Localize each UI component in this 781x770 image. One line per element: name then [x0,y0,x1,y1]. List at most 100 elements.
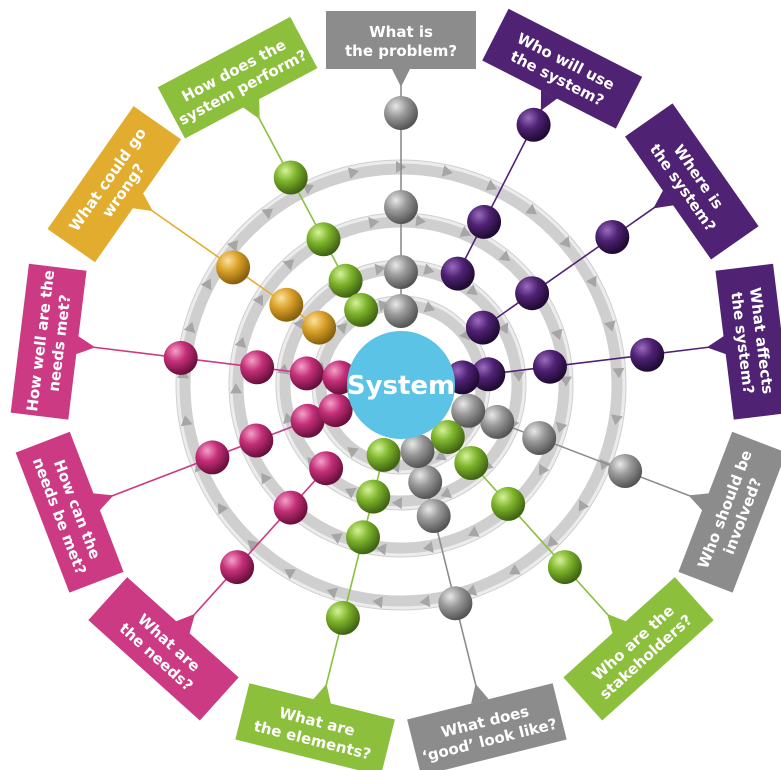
connector-line [189,467,327,621]
ring-arrow [547,535,559,547]
magenta-node-sphere [289,356,324,391]
ring-arrow [440,486,453,499]
ring-arrow [441,165,453,177]
ring-arrow [423,301,436,313]
purple-node-sphere [467,204,502,239]
ring-arrow [347,447,359,459]
q-involved-box [678,431,781,593]
gold-node-sphere [269,287,304,322]
purple-node-sphere [595,220,630,254]
ring-arrow [419,595,431,608]
magenta-node-sphere [290,403,325,438]
ring-arrow [485,179,498,191]
green-node-sphere [306,222,341,257]
node-spheres [163,96,665,635]
q-how-met-box [15,431,124,593]
purple-node-sphere [440,256,475,291]
q-elements-box [235,683,395,770]
magenta-node-sphere [273,490,308,525]
grey-node-sphere [522,421,557,455]
connector-line [482,203,661,329]
grey-node-sphere [384,96,418,130]
ring-arrow [423,263,435,276]
green-node-sphere [328,263,363,298]
ring-arrow [459,226,471,238]
ring-arrow [498,250,511,262]
ring-arrow [234,336,247,349]
center-label: System [347,371,455,401]
ring-arrow [282,259,295,271]
q-wrong-box [47,106,182,263]
ring-arrow [465,284,478,296]
green-node-sphere [356,479,391,514]
purple-node-sphere [630,337,665,372]
grey-node-sphere [408,465,443,499]
ring-arrow [612,367,625,379]
ring-arrow [559,236,571,248]
ring-arrow [217,503,229,515]
ring-arrow [335,322,348,335]
grey-node-sphere [384,255,418,289]
green-node-sphere [325,600,360,635]
green-node-sphere [346,520,380,555]
green-node-sphere [491,486,526,521]
green-node-sphere [344,292,379,327]
ring-arrow [180,415,193,427]
purple-node-sphere [515,276,550,311]
ring-arrow [293,318,304,330]
purple-node-sphere [465,310,500,345]
ring-arrow [277,363,290,375]
purple-node-sphere [532,349,567,384]
ring-arrow [391,497,403,510]
ring-arrow [468,526,480,537]
q-needs-box [88,577,239,721]
grey-node-sphere [608,454,643,488]
green-node-sphere [454,446,489,480]
ring-arrow [230,383,243,394]
magenta-node-sphere [195,440,230,475]
grey-node-sphere [416,499,451,533]
q-how-well-box [10,263,96,420]
ring-arrow [183,321,196,334]
ring-arrow [200,278,212,291]
ring-arrow [372,596,384,609]
ring-arrow [331,532,343,544]
grey-node-sphere [480,404,515,439]
ring-arrow [344,487,357,499]
ring-arrow [422,541,434,553]
gold-node-sphere [302,310,337,345]
q-problem-line-2: the problem? [345,42,457,60]
ring-arrow [302,183,315,195]
ring-arrow [512,371,525,382]
ring-arrow [603,320,616,332]
ring-arrow [261,208,274,220]
ring-arrow [435,449,447,461]
q-where-box [625,103,759,260]
q-stakeholders-box [563,577,714,721]
q-perform-box [157,16,318,139]
ring-arrow [347,167,359,180]
gold-node-sphere [216,250,251,285]
ring-arrow [226,240,239,252]
q-good-box [407,683,567,770]
q-problem-line-1: What is [369,23,433,41]
magenta-node-sphere [309,451,344,486]
magenta-node-sphere [318,393,353,428]
q-good-callout: What does‘good’ look like? [407,683,567,770]
q-problem-box [326,11,476,87]
magenta-node-sphere [163,340,198,375]
ring-arrow [284,569,296,580]
ring-arrow [509,564,521,575]
ring-arrow [585,275,597,288]
grey-node-sphere [384,190,418,224]
